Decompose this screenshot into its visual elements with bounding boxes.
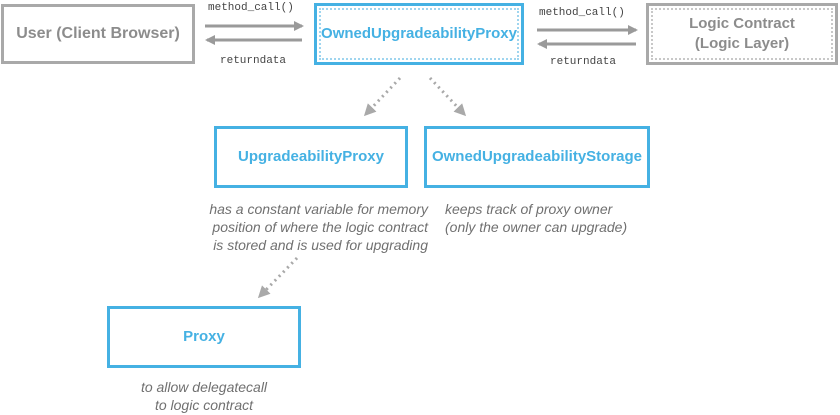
node-logic-contract-line1: Logic Contract <box>689 15 795 32</box>
dotted-arrow-to-owned-storage <box>428 76 467 117</box>
dotted-arrow-to-proxy <box>257 256 299 299</box>
node-user-client-browser: User (Client Browser) <box>1 4 195 64</box>
description-owned-upgradeability-storage: keeps track of proxy owner (only the own… <box>445 200 627 236</box>
description-upgradeability-proxy-line3: is stored and is used for upgrading <box>213 237 428 253</box>
dotted-arrow-to-upgradeability-proxy <box>363 76 402 117</box>
description-proxy: to allow delegatecall to logic contract <box>104 378 304 414</box>
description-upgradeability-proxy: has a constant variable for memory posit… <box>209 200 428 254</box>
node-owned-upgradeability-storage: OwnedUpgradeabilityStorage <box>424 126 650 188</box>
description-proxy-line1: to allow delegatecall <box>140 379 268 395</box>
node-owned-upgradeability-storage-label: OwnedUpgradeabilityStorage <box>431 148 643 165</box>
node-owned-upgradeability-proxy: OwnedUpgradeabilityProxy <box>314 3 524 65</box>
node-proxy: Proxy <box>107 306 301 368</box>
edge-label-returndata-right: returndata <box>550 56 617 68</box>
edge-label-method-call-left: method_call() <box>208 2 294 14</box>
node-user-label: User (Client Browser) <box>16 25 180 42</box>
edge-label-method-call-right: method_call() <box>539 7 625 19</box>
description-upgradeability-proxy-line1: has a constant variable for memory <box>209 201 428 217</box>
node-upgradeability-proxy-label: UpgradeabilityProxy <box>238 148 384 165</box>
node-proxy-label: Proxy <box>183 328 225 345</box>
node-logic-contract-line2: (Logic Layer) <box>694 35 790 52</box>
node-upgradeability-proxy: UpgradeabilityProxy <box>214 126 408 188</box>
edge-label-returndata-left: returndata <box>220 55 287 67</box>
node-logic-contract: Logic Contract (Logic Layer) <box>646 3 838 65</box>
description-proxy-line2: to logic contract <box>154 397 254 413</box>
node-owned-upgradeability-proxy-label: OwnedUpgradeabilityProxy <box>321 25 517 42</box>
description-owned-storage-line1: keeps track of proxy owner <box>445 201 613 217</box>
description-owned-storage-line2: (only the owner can upgrade) <box>445 219 628 235</box>
description-upgradeability-proxy-line2: position of where the logic contract <box>212 219 428 235</box>
